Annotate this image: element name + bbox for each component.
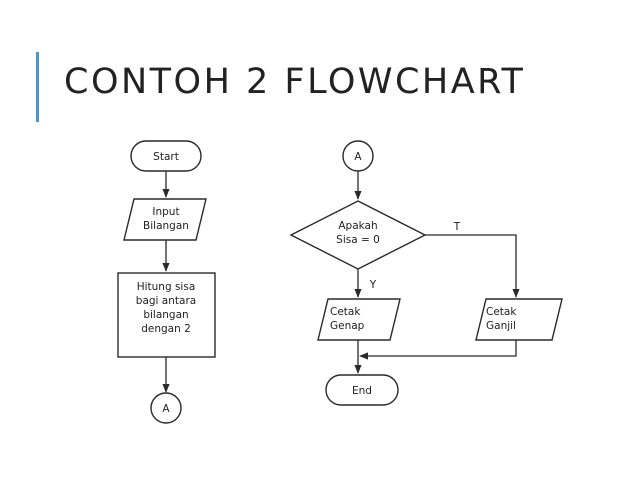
process-label-line2: bagi antara bbox=[136, 295, 196, 307]
connector-a-left-label: A bbox=[162, 403, 170, 415]
process-label-line3: bilangan bbox=[143, 309, 188, 321]
end-label: End bbox=[352, 385, 372, 397]
right-flowchart: A Apakah Sisa = 0 T Y Cetak Genap Cetak … bbox=[289, 140, 563, 406]
input-parallelogram bbox=[123, 198, 207, 241]
input-label-line1: Input bbox=[152, 206, 179, 218]
output-ganjil-parallelogram bbox=[475, 298, 563, 341]
connector-a-right-label: A bbox=[354, 151, 362, 163]
arrow-decision-false-branch bbox=[425, 234, 520, 298]
output-ganjil-label-line1: Cetak bbox=[486, 306, 517, 318]
slide-title: CONTOH 2 FLOWCHART bbox=[64, 62, 526, 102]
arrow-ganjil-to-merge bbox=[359, 340, 517, 360]
branch-label-t: T bbox=[453, 221, 461, 233]
input-label-line2: Bilangan bbox=[143, 220, 189, 232]
left-flowchart: Start Input Bilangan Hitung sisa bagi an… bbox=[117, 140, 216, 424]
title-accent-bar bbox=[36, 52, 39, 122]
process-label-line1: Hitung sisa bbox=[137, 281, 196, 293]
output-ganjil-label-line2: Ganjil bbox=[486, 320, 516, 332]
end-terminator bbox=[325, 374, 399, 406]
start-label: Start bbox=[153, 151, 179, 163]
branch-label-y: Y bbox=[369, 279, 377, 291]
output-genap-label-line1: Cetak bbox=[330, 306, 361, 318]
output-genap-label-line2: Genap bbox=[330, 320, 365, 332]
process-box bbox=[117, 272, 216, 358]
decision-label-line2: Sisa = 0 bbox=[336, 234, 380, 246]
output-genap-parallelogram bbox=[317, 298, 401, 341]
process-label-line4: dengan 2 bbox=[141, 323, 191, 335]
decision-label-line1: Apakah bbox=[338, 220, 377, 232]
connector-a-left bbox=[150, 392, 182, 424]
